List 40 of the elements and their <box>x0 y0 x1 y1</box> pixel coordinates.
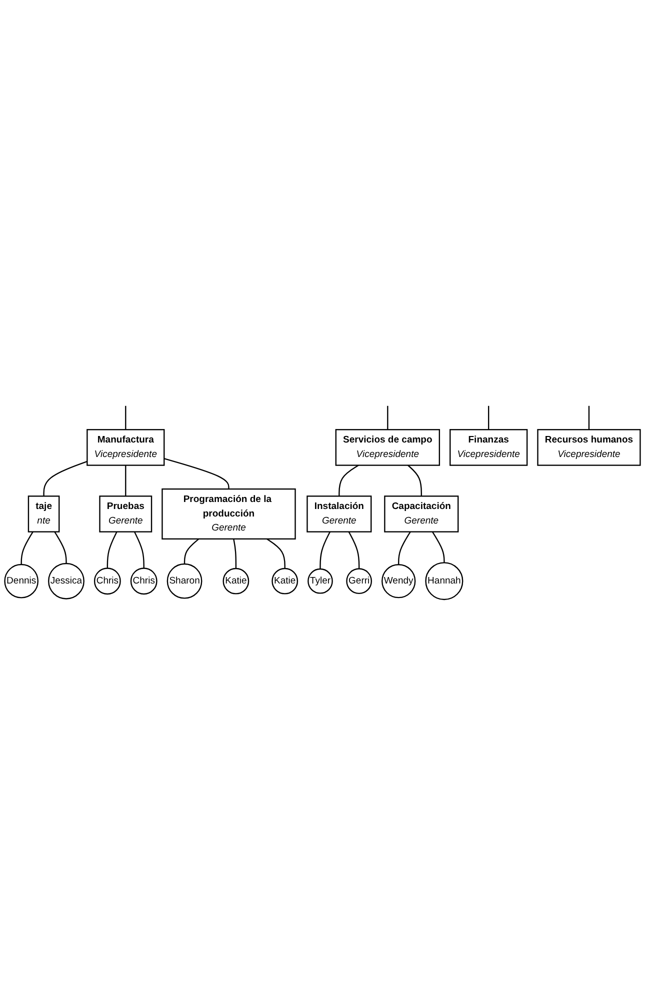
node-circle: Chris <box>130 568 158 595</box>
connector <box>348 532 360 570</box>
connector <box>164 458 230 490</box>
connector <box>184 538 200 564</box>
connector <box>125 406 126 430</box>
connector <box>488 406 490 430</box>
connector <box>432 532 445 564</box>
connector <box>398 532 411 565</box>
connector <box>387 406 388 430</box>
connector <box>106 532 118 569</box>
connector <box>266 538 286 569</box>
node-circle: Chris <box>94 568 121 595</box>
node-box: Instalación Gerente <box>306 496 372 533</box>
connector <box>134 532 144 569</box>
connector <box>408 465 422 497</box>
node-box: Recursos humanos Vicepresidente <box>537 429 641 466</box>
connector <box>54 532 67 564</box>
node-circle: Katie <box>272 568 298 595</box>
node-box: Servicios de campo Vicepresidente <box>335 429 440 466</box>
node-box: Programación de la producción Gerente <box>162 488 296 540</box>
connector <box>125 466 126 497</box>
node-circle: Jessica <box>48 563 84 600</box>
connector <box>320 532 331 570</box>
connector <box>233 539 237 569</box>
node-box: Capacitación Gerente <box>384 496 459 533</box>
node-circle: Gerri <box>346 568 372 594</box>
node-box: Manufactura Vicepresidente <box>86 429 165 466</box>
node-circle: Katie <box>222 568 250 595</box>
node-circle: Hannah <box>425 562 464 600</box>
connector <box>588 406 590 430</box>
node-circle: Sharon <box>166 564 202 600</box>
node-circle: Wendy <box>382 564 416 599</box>
connector <box>43 461 88 497</box>
node-circle: Tyler <box>308 568 333 594</box>
node-box: Finanzas Vicepresidente <box>450 429 528 466</box>
connector <box>20 532 34 565</box>
node-circle: Dennis <box>4 564 39 599</box>
connector <box>338 465 359 497</box>
node-box: Pruebas Gerente <box>99 496 152 533</box>
node-box: taje nte <box>28 496 60 533</box>
